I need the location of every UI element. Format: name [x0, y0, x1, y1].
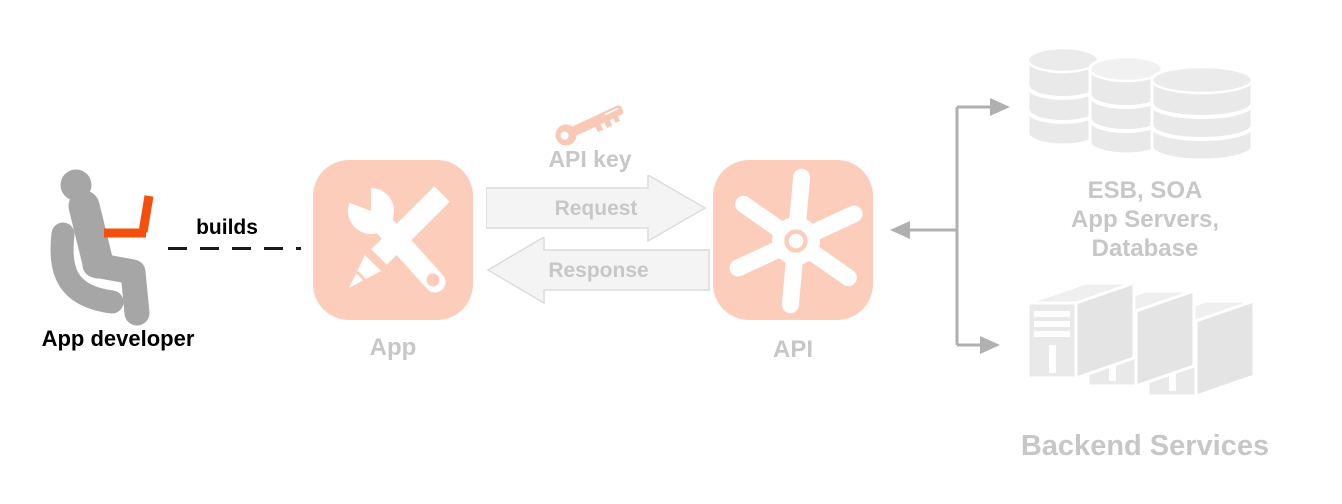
request-label: Request [554, 196, 638, 220]
response-label: Response [548, 258, 649, 282]
developer-caption: App developer [41, 326, 195, 351]
request-arrow [486, 175, 706, 242]
response-arrow [487, 237, 710, 304]
app-caption: App [369, 334, 417, 361]
esb-caption-line1: ESB, SOA [1087, 177, 1203, 204]
api-node [713, 160, 873, 320]
key-icon [555, 105, 624, 146]
esb-caption-line3: Database [1091, 235, 1199, 262]
developer-at-laptop-icon [50, 169, 154, 326]
gear-turbine-icon [729, 168, 863, 314]
api-key-label: API key [548, 146, 632, 172]
esb-caption-line2: App Servers, [1070, 206, 1220, 233]
backend-connector-lines [890, 98, 1010, 354]
wrench-and-pencil-icon [337, 174, 450, 293]
backend-services-caption: Backend Services [1020, 430, 1270, 462]
esb-caption: ESB, SOA App Servers, Database [1035, 176, 1255, 263]
server-towers-icon [1026, 280, 1256, 399]
database-stack-icon [1026, 46, 1254, 162]
app-node [313, 160, 473, 320]
builds-dashed-line [168, 247, 301, 250]
builds-label: builds [196, 216, 258, 239]
api-caption: API [772, 336, 813, 363]
